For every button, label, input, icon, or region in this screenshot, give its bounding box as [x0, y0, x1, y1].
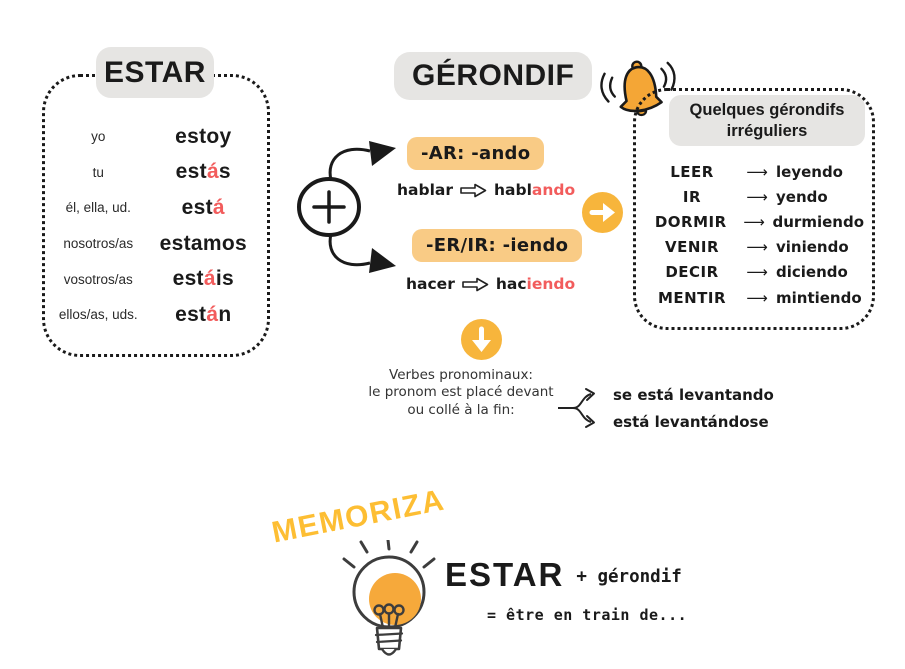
- pronominal-option-attached: está levantándose: [613, 413, 769, 431]
- verb-form: está: [181, 195, 225, 219]
- long-arrow-icon: ⟶: [746, 263, 768, 282]
- pronominal-note: Verbes pronominaux: le pronom est placé …: [350, 367, 572, 419]
- irregular-verb: LEER: [670, 162, 714, 181]
- conjugation-row: yo estoy: [50, 119, 260, 155]
- irregular-verb: VENIR: [664, 238, 720, 257]
- estar-panel-title: ESTAR: [96, 47, 214, 98]
- verb-form: estáis: [172, 267, 234, 291]
- er-example: hacer haciendo: [406, 275, 575, 293]
- right-arrow-icon: [582, 192, 623, 233]
- formula: ESTAR + gérondif: [445, 556, 682, 594]
- verb-form: estás: [175, 160, 231, 184]
- irregular-gerund: mintiendo: [776, 288, 862, 307]
- gerund-result: hablando: [494, 181, 576, 199]
- irregulars-title: Quelques gérondifs irréguliers: [669, 95, 865, 147]
- pronoun-label: él, ella, ud.: [65, 200, 131, 216]
- irregular-verb: IR: [682, 187, 702, 206]
- irregular-item: LEER ⟶ leyendo: [646, 159, 864, 184]
- plus-circle-icon: [297, 177, 361, 237]
- plus-icon: [312, 190, 346, 224]
- long-arrow-icon: ⟶: [746, 288, 768, 307]
- estar-title-label: ESTAR: [104, 55, 206, 89]
- accent-letter: á: [206, 160, 219, 184]
- fork-arrow-icon: [558, 388, 595, 428]
- gerund-result: haciendo: [495, 275, 576, 293]
- irregular-item: DORMIR ⟶ durmiendo: [646, 209, 864, 234]
- down-arrow-icon: [461, 319, 502, 360]
- conjugation-row: vosotros/as estáis: [50, 261, 260, 297]
- long-arrow-icon: ⟶: [746, 187, 768, 206]
- lightbulb-icon: [342, 540, 436, 656]
- long-arrow-icon: ⟶: [743, 212, 765, 231]
- irregular-item: IR ⟶ yendo: [646, 184, 864, 209]
- plus-branch-diagram: [297, 141, 396, 273]
- verb-form: estamos: [159, 231, 247, 255]
- irregulars-list: LEER ⟶ leyendo IR ⟶ yendo DORMIR ⟶ durmi…: [646, 159, 864, 310]
- infinitive: hacer: [406, 275, 455, 293]
- pronominal-line: le pronom est placé devant: [368, 384, 554, 401]
- branch-up-arrowhead-icon: [369, 141, 396, 166]
- pronominal-option-front: se está levantando: [613, 386, 774, 404]
- estar-conjugation-table: yo estoy tu estás él, ella, ud. está nos…: [50, 119, 260, 333]
- accent-letter: á: [212, 195, 225, 219]
- er-rule-box: -ER/IR: -iendo: [412, 229, 583, 262]
- pronoun-label: yo: [91, 129, 106, 145]
- pronoun-label: vosotros/as: [63, 271, 133, 287]
- formula-meaning: = être en train de...: [487, 606, 688, 624]
- pronominal-line: ou collé à la fin:: [407, 401, 515, 418]
- block-arrow-icon: [460, 183, 487, 197]
- ar-rule-box: -AR: -ando: [407, 137, 545, 170]
- verb-form: estoy: [175, 124, 232, 148]
- branch-up-arrow: [328, 147, 371, 181]
- branch-down-arrowhead-icon: [369, 248, 396, 273]
- long-arrow-icon: ⟶: [746, 238, 768, 257]
- conjugation-row: él, ella, ud. está: [50, 190, 260, 226]
- gerondif-title: GÉRONDIF: [394, 52, 593, 100]
- irregular-gerund: diciendo: [776, 263, 848, 282]
- irregular-verb: MENTIR: [657, 288, 727, 307]
- branch-down-arrow: [328, 233, 371, 267]
- conjugation-row: tu estás: [50, 155, 260, 191]
- irregular-item: MENTIR ⟶ mintiendo: [646, 285, 864, 310]
- irregular-item: VENIR ⟶ viniendo: [646, 235, 864, 260]
- pronoun-label: nosotros/as: [63, 236, 134, 252]
- accent-letter: á: [206, 302, 219, 326]
- irregular-gerund: viniendo: [776, 238, 849, 257]
- formula-gerondif: + gérondif: [576, 567, 682, 587]
- pronominal-line: Verbes pronominaux:: [389, 367, 533, 383]
- irregular-gerund: durmiendo: [772, 212, 864, 231]
- conjugation-row: nosotros/as estamos: [50, 226, 260, 262]
- verb-form: están: [175, 302, 232, 326]
- irregular-gerund: leyendo: [776, 162, 843, 181]
- irregular-item: DECIR ⟶ diciendo: [646, 260, 864, 285]
- conjugation-row: ellos/as, uds. están: [50, 297, 260, 333]
- accent-letter: á: [203, 267, 216, 291]
- irregulars-panel-border: [633, 88, 875, 330]
- pronoun-label: ellos/as, uds.: [58, 307, 138, 323]
- formula-estar: ESTAR: [445, 556, 565, 593]
- pronoun-label: tu: [92, 164, 104, 180]
- long-arrow-icon: ⟶: [746, 162, 768, 181]
- ar-example: hablar hablando: [397, 181, 575, 199]
- irregular-verb: DORMIR: [654, 212, 727, 231]
- irregular-gerund: yendo: [776, 187, 828, 206]
- infinitive: hablar: [397, 181, 454, 199]
- block-arrow-icon: [462, 277, 489, 291]
- irregular-verb: DECIR: [665, 263, 719, 282]
